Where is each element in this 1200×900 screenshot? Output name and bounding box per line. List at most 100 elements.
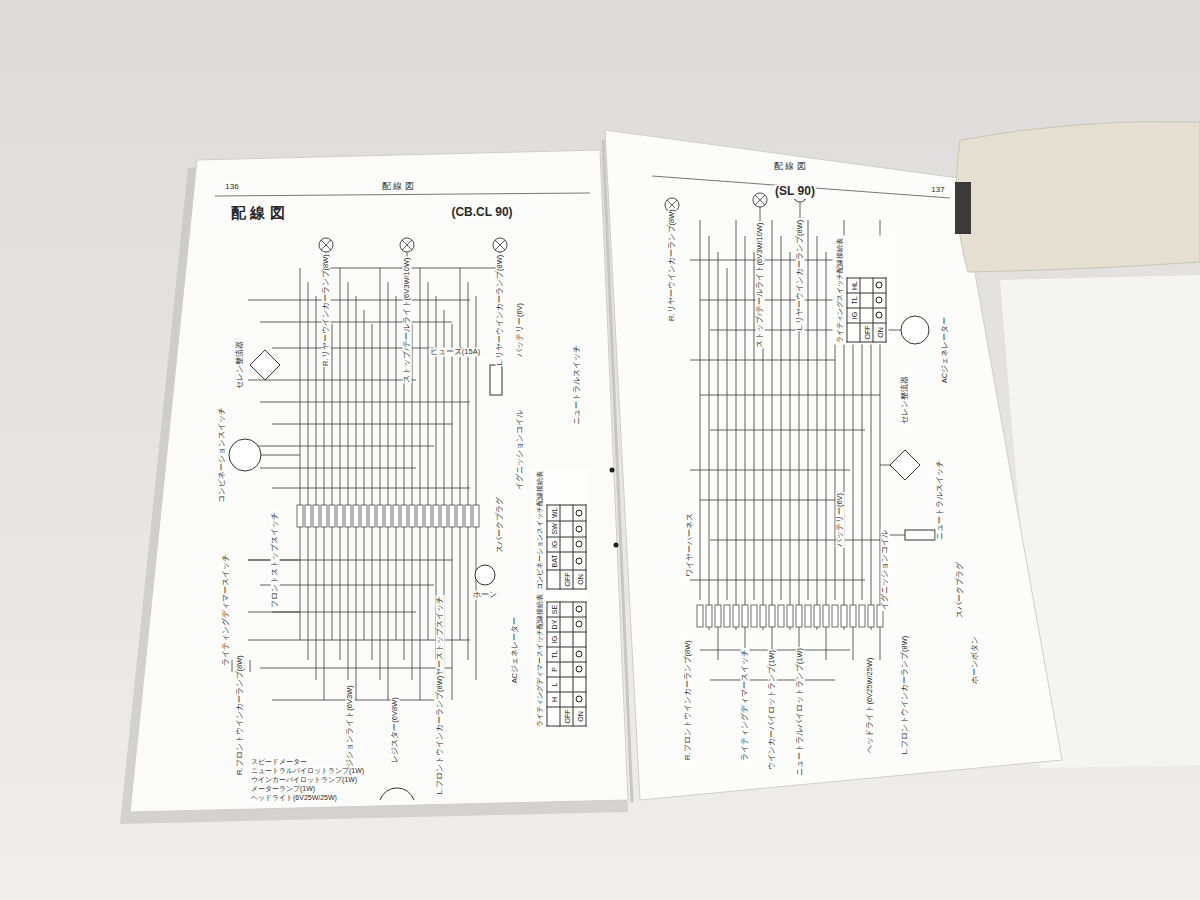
table-cell xyxy=(560,521,573,537)
wire xyxy=(468,282,469,660)
part-label: R.フロントウインカーランプ(8W) xyxy=(684,639,693,761)
part-label: ニュートラルスイッチ xyxy=(573,344,582,426)
connection-dot xyxy=(575,525,582,532)
part-label: バッテリー(6V) xyxy=(516,302,525,358)
part-label: ニュートラルパイロットランプ(1W) xyxy=(250,767,365,775)
headlight-symbol xyxy=(380,788,414,800)
wire xyxy=(356,296,357,700)
part-label: ストップ/テールライト(6V3W/10W) xyxy=(403,256,412,383)
table-cell: OFF xyxy=(560,707,573,726)
part-label: ホーン xyxy=(472,591,498,600)
wire xyxy=(260,402,470,403)
connection-table: ライティングディマースイッチ配線接続表HLPTLIGDYSEOFFON xyxy=(532,592,588,729)
part-label: スピードメーター xyxy=(250,758,308,766)
connector-block xyxy=(841,605,847,627)
table-cell xyxy=(573,692,586,707)
connector-block xyxy=(377,505,383,527)
connector-block xyxy=(832,605,838,627)
wire xyxy=(880,465,890,466)
connector-block xyxy=(433,505,439,527)
connection-dot xyxy=(575,541,582,548)
page-number: 137 xyxy=(930,185,945,194)
part-label: ストップ/テールライト(6V3W/10W) xyxy=(756,221,765,348)
lamp-cross xyxy=(755,195,765,205)
table-cell xyxy=(560,677,573,692)
part-label: スパークプラグ xyxy=(496,496,505,554)
wire xyxy=(808,220,809,600)
table-row: ON xyxy=(573,602,586,726)
connector-block xyxy=(465,505,471,527)
connector-block xyxy=(313,505,319,527)
part-label: ACジェネレーター xyxy=(511,616,520,684)
table-cell xyxy=(573,632,586,647)
wire xyxy=(272,488,470,489)
connector-block xyxy=(361,505,367,527)
generator-symbol xyxy=(901,316,929,344)
wire xyxy=(260,468,416,469)
part-label: バッテリー(6V) xyxy=(836,492,845,548)
diagram-title: 配 線 図 xyxy=(230,204,285,221)
connector-block xyxy=(457,505,463,527)
part-label: メーターランプ(1W) xyxy=(250,785,316,793)
wire xyxy=(710,330,850,331)
part-label: ポジションライト(6V3W) xyxy=(346,684,355,775)
table-cell: SE xyxy=(547,602,560,617)
wire xyxy=(260,322,452,323)
connection-table: コンビネーションスイッチ配線接続表BATIGSWWLOFFON xyxy=(532,469,588,592)
table-cell xyxy=(560,602,573,617)
table-cell: HL xyxy=(847,278,860,293)
table-cell xyxy=(573,537,586,552)
connection-dot xyxy=(575,651,582,658)
wire xyxy=(700,395,880,396)
wire xyxy=(709,236,710,630)
table-cell xyxy=(560,552,573,570)
wire xyxy=(272,424,452,425)
running-header: 配 線 図 xyxy=(773,161,807,171)
switch-symbol xyxy=(229,439,261,471)
table-cell xyxy=(560,632,573,647)
connector-block xyxy=(385,505,391,527)
lamp-symbol xyxy=(400,238,414,252)
table-cell xyxy=(573,677,586,692)
wire xyxy=(326,268,500,269)
weight-tag xyxy=(955,182,971,234)
part-label: イグニッションコイル xyxy=(881,529,890,611)
part-label: R.リヤーウインカーランプ(8W) xyxy=(668,208,677,322)
wire xyxy=(260,668,452,669)
part-label: セレン整流器 xyxy=(236,340,245,390)
connector-block xyxy=(329,505,335,527)
connector-block xyxy=(778,605,784,627)
lamp-symbol xyxy=(753,193,767,207)
table-cell: P xyxy=(547,662,560,677)
lamp-cross xyxy=(495,240,505,250)
table-cell: OFF xyxy=(860,323,873,342)
table-cell: IG xyxy=(547,537,560,552)
table-cell xyxy=(547,707,560,726)
wire xyxy=(700,500,835,501)
table-row: ON xyxy=(573,505,586,589)
connector-block xyxy=(473,505,479,527)
part-label: セレン整流器 xyxy=(901,375,910,425)
part-label: ヒューズ(15A) xyxy=(429,348,481,357)
table-cell: IG xyxy=(547,632,560,647)
connector-block xyxy=(441,505,447,527)
table-cell: H xyxy=(547,692,560,707)
table-cell xyxy=(573,647,586,662)
table-cell: TL xyxy=(547,647,560,662)
connector-block xyxy=(805,605,811,627)
table-cell: WL xyxy=(547,505,560,521)
running-header: 配 線 図 xyxy=(381,181,415,191)
wire xyxy=(308,282,309,660)
connector-block xyxy=(345,505,351,527)
part-label: ヘッドライト(6V25W/25W) xyxy=(250,794,338,802)
table-cell: ON xyxy=(573,570,586,589)
part-label: ライティングディマースイッチ xyxy=(741,648,750,762)
connector-block xyxy=(305,505,311,527)
table-cell: L xyxy=(547,677,560,692)
wire xyxy=(248,446,434,447)
header-rule xyxy=(215,193,590,196)
wire xyxy=(340,268,341,660)
connector-block xyxy=(321,505,327,527)
part-label: ウインカーパイロットランプ(1W) xyxy=(250,776,358,784)
wire xyxy=(380,268,381,680)
